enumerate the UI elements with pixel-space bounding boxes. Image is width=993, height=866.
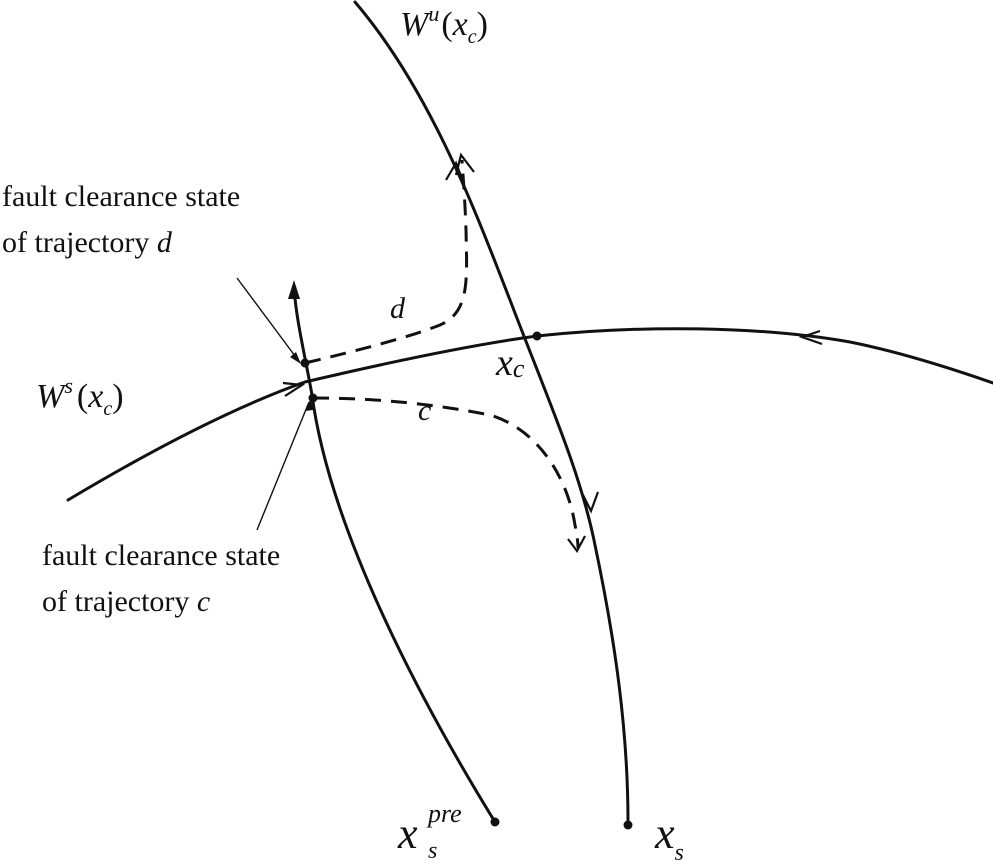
fault-c-annotation-line1: fault clearance state <box>42 539 280 572</box>
fault-c-annotation-line2: of trajectory c <box>42 585 210 618</box>
fault-c-leader-line <box>256 401 310 531</box>
prefault-equilibrium-sub: s <box>428 838 437 864</box>
stable-manifold-label: Ws(xc) <box>36 373 124 420</box>
stable-equilibrium-label: xs <box>654 809 684 866</box>
fault-trajectory-curve <box>292 285 497 824</box>
critical-point-label: xc <box>495 342 525 384</box>
unstable-manifold-down-arrow-icon <box>582 491 600 514</box>
prefault-equilibrium-label: x <box>397 809 418 858</box>
trajectory-d-arrow-icon <box>445 160 466 185</box>
fault-d-annotation-line1: fault clearance state <box>2 180 240 213</box>
fault-trajectory-arrow-icon <box>288 280 300 299</box>
trajectory-d-path <box>304 159 469 365</box>
fault-clearance-d-dot <box>300 358 310 368</box>
stable-equilibrium-dot <box>623 820 633 830</box>
unstable-manifold-label: Wu(xc) <box>400 1 488 48</box>
fault-d-leader-line <box>236 277 299 361</box>
trajectory-c-label: c <box>418 394 431 427</box>
unstable-manifold-curve <box>353 0 630 824</box>
critical-point-dot <box>532 331 542 341</box>
prefault-equilibrium-dot <box>490 817 500 827</box>
stable-manifold-arrow-icon <box>798 329 823 346</box>
trajectory-c-arrow-icon <box>567 535 586 554</box>
stable-manifold-left-arrow-icon <box>282 381 306 397</box>
fault-clearance-c-dot <box>308 393 318 403</box>
fault-d-leader-arrowhead <box>290 352 301 364</box>
trajectory-d-label: d <box>390 292 406 325</box>
trajectory-c-path <box>312 396 580 549</box>
fault-d-annotation-line2: of trajectory d <box>2 226 173 259</box>
prefault-equilibrium-sup: pre <box>426 799 462 828</box>
